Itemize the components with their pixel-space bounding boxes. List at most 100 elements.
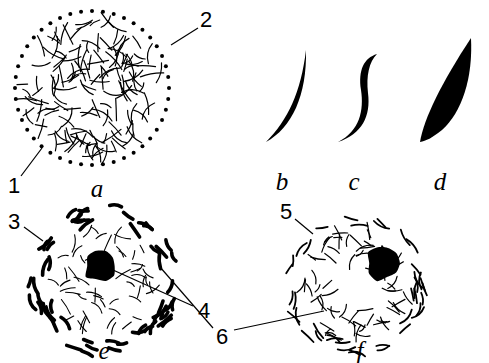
chromatin-strand [101,145,107,164]
chromatin-strand [80,80,93,95]
chromatin-strand [166,240,171,250]
chromatin-strand [381,317,389,330]
chromatin-strand [328,247,339,254]
chromatin-strand [328,308,340,311]
chromatin-strand [59,66,63,87]
chromatin-strand [91,227,98,234]
chromatin-strand [132,264,145,267]
callout-number: 6 [216,326,228,348]
chromatin-strand [336,342,350,343]
chromatin-strand [125,65,139,69]
membrane-dot [164,64,168,68]
chromatin-strand [61,300,70,315]
chromatin-strand [89,55,91,69]
membrane-dot [32,36,36,40]
chromatin-strand [132,274,146,277]
chromatin-strand [349,255,354,270]
chromatin-strand [392,299,405,306]
nucleus-f [286,217,427,357]
chromatin-strand [412,264,421,275]
membrane-dot [79,162,83,166]
leader-line [113,270,193,306]
chromatin-strand [172,253,176,261]
membrane-dot [14,97,18,101]
chromatin-strand [406,239,418,253]
callout-number: 4 [198,300,210,322]
chromatin-strand [59,116,74,127]
chromatin-strand [142,103,154,119]
chromatin-strand [137,286,140,298]
chromatin-strand [92,303,102,314]
chromatin-strand [117,86,132,99]
chromatin-strand [147,44,152,64]
chromatin-strand [123,322,132,329]
membrane-dot [14,75,18,79]
leader-line [21,148,42,176]
chromatin-strand [308,255,315,261]
chromatin-strand [52,77,53,94]
chromatin-strand [388,290,402,291]
chromatin-strand [154,314,159,323]
chromatin-strand [346,235,349,247]
chromatin-strand [311,294,321,302]
membrane-dot [160,118,164,122]
chromatin-strand [36,76,38,91]
chromatin-strand [67,345,81,350]
chromatin-strand [357,309,373,311]
chromatin-strand [115,234,131,239]
chromatin-strand [78,45,80,68]
chromatin-strand [51,300,52,312]
panel-letter: b [276,169,289,194]
membrane-dot [48,21,52,25]
chromatin-strand [338,347,356,350]
chromatin-strand [119,251,126,257]
chromatin-strand [414,283,416,298]
chromatin-strand [73,246,82,257]
chromatin-strand [101,66,108,77]
chromatin-strand [134,54,145,59]
chromatin-strand [331,307,335,318]
chromatin-strand [108,21,126,32]
chromatin-strand [334,237,342,239]
chromatin-strand [377,346,389,351]
chromatin-strand [57,142,70,144]
chromatin-strand [117,68,121,81]
chromatin-strand [109,348,120,351]
chromatin-strand [46,107,59,110]
membrane-dot [20,118,24,122]
chromatin-strand [134,110,148,122]
chromatin-strand [49,257,51,270]
chromatin-strand [333,233,348,234]
membrane-dot [148,36,152,40]
membrane-dot [40,28,44,32]
chromatin-strand [400,324,410,333]
chromatin-strand [91,75,100,85]
membrane-dot [25,44,29,48]
chromatin-strand [23,108,34,116]
chromatin-strand [417,303,421,315]
chromatin-strand [130,224,139,237]
chromatin-strand [84,340,93,343]
chromatin-strand [97,34,99,52]
chromatin-strand [81,50,87,72]
chromatin-strand [351,225,367,226]
chromatin-strand [33,88,43,96]
membrane-dot [101,10,105,14]
chromatin-strand [367,230,371,238]
membrane-dot [58,156,62,160]
chromatin-strand [327,335,340,343]
chromatin-strand [96,233,106,238]
chromatin-strand [65,136,77,152]
chromatin-strand [304,280,305,292]
chromatin-strand [302,331,314,342]
membrane-dot [40,144,44,148]
chromatin-strand [158,315,171,326]
chromatin-strand [122,54,128,67]
chromatin-strand [58,255,68,258]
chromatin-strand [66,292,81,294]
membrane-dot [148,136,152,140]
chromatin-strand [15,99,37,101]
nucleolus-blob [85,250,114,281]
chromatin-strand [87,345,97,350]
chromatin-strand [129,296,140,302]
